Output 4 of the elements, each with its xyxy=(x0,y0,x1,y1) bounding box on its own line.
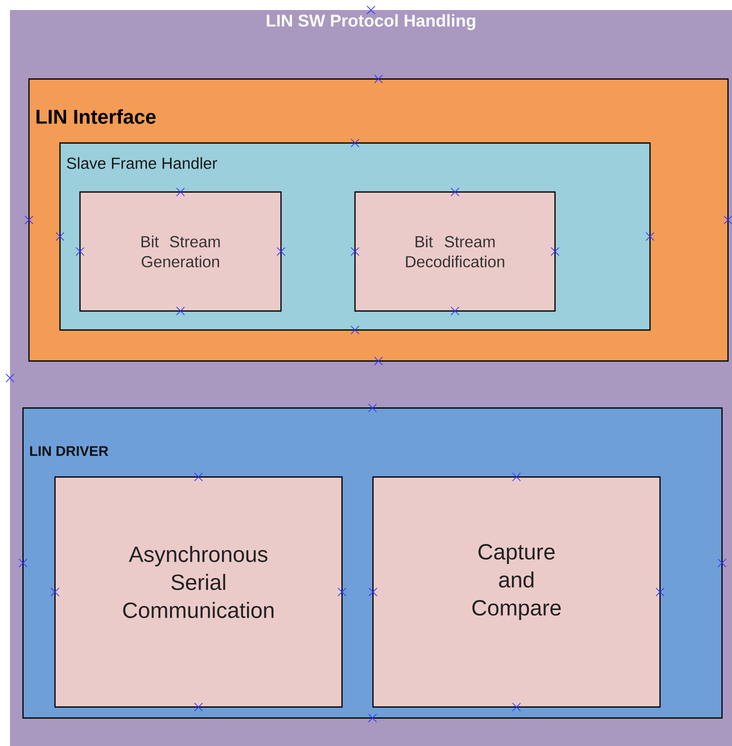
process-box: Bit Stream Decodification xyxy=(354,191,556,312)
process-box: Capture and Compare xyxy=(372,476,661,708)
process-box: Bit Stream Generation xyxy=(79,191,282,312)
process-box: Asynchronous Serial Communication xyxy=(54,476,343,708)
